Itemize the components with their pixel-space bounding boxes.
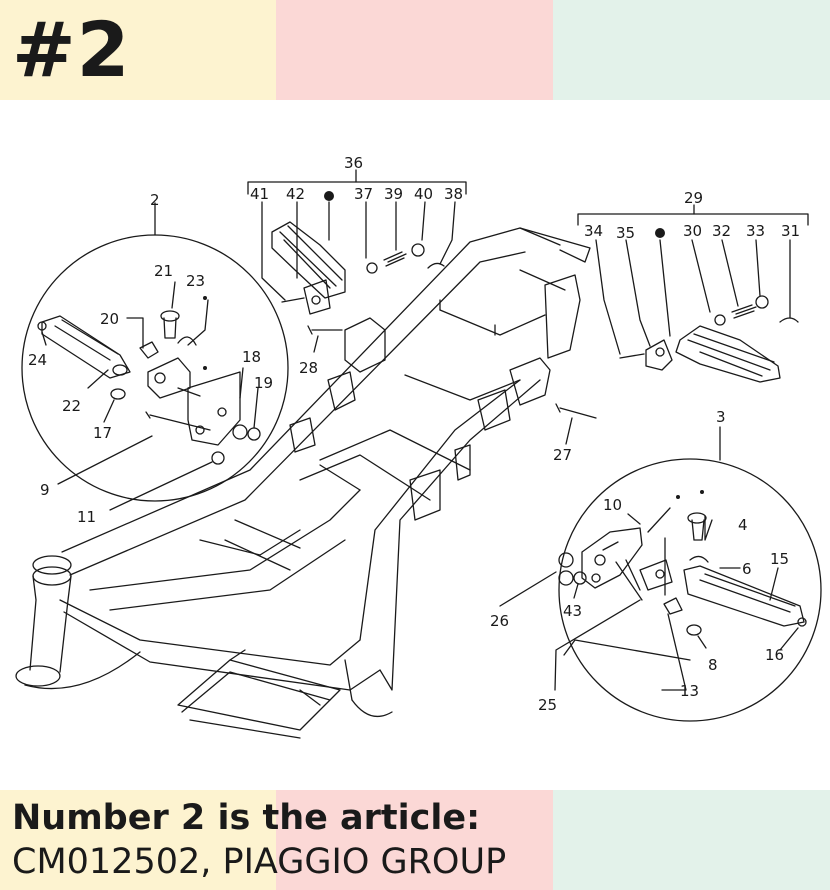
label-4: 4	[738, 516, 748, 534]
label-22: 22	[62, 397, 81, 415]
label-19: 19	[254, 374, 273, 392]
label-37: 37	[354, 185, 373, 203]
dot-marker	[324, 191, 334, 201]
label-3: 3	[716, 408, 726, 426]
passenger-footrest-right	[555, 204, 809, 445]
label-31: 31	[781, 222, 800, 240]
label-35: 35	[616, 224, 635, 242]
dot-marker	[700, 490, 704, 494]
label-24: 24	[28, 351, 47, 369]
label-20: 20	[100, 310, 119, 328]
label-36: 36	[344, 154, 363, 172]
label-2: 2	[150, 191, 160, 209]
label-16: 16	[765, 646, 784, 664]
right-footrest-assembly	[499, 426, 807, 691]
band-green	[553, 790, 830, 890]
dot-marker	[203, 296, 207, 300]
label-25: 25	[538, 696, 557, 714]
band-yellow	[0, 790, 276, 890]
exploded-parts-diagram: 2 3 4 6 8 9 10 11 13 15 16 17 18 19 20 2…	[15, 154, 822, 739]
scooter-frame	[15, 227, 591, 739]
band-red	[276, 0, 553, 100]
footer-band	[0, 790, 830, 890]
label-38: 38	[444, 185, 463, 203]
label-13: 13	[680, 682, 699, 700]
label-27: 27	[553, 446, 572, 464]
label-41: 41	[250, 185, 269, 203]
part-number-heading: #2	[12, 5, 131, 94]
label-17: 17	[93, 424, 112, 442]
article-code: CM012502, PIAGGIO GROUP	[12, 842, 507, 882]
label-33: 33	[746, 222, 765, 240]
label-28: 28	[299, 359, 318, 377]
label-15: 15	[770, 550, 789, 568]
label-18: 18	[242, 348, 261, 366]
label-21: 21	[154, 262, 173, 280]
label-43: 43	[563, 602, 582, 620]
label-6: 6	[742, 560, 752, 578]
label-40: 40	[414, 185, 433, 203]
detail-circle-right	[558, 458, 822, 722]
label-9: 9	[40, 481, 50, 499]
label-8: 8	[708, 656, 718, 674]
label-10: 10	[603, 496, 622, 514]
article-caption: Number 2 is the article:	[12, 798, 481, 838]
dot-marker	[676, 495, 680, 499]
band-green	[553, 0, 830, 100]
label-11: 11	[77, 508, 96, 526]
dot-marker	[655, 228, 665, 238]
band-yellow	[0, 0, 276, 100]
label-29: 29	[684, 189, 703, 207]
label-26: 26	[490, 612, 509, 630]
header-band	[0, 0, 830, 100]
label-30: 30	[683, 222, 702, 240]
passenger-footrest-left	[247, 169, 467, 353]
band-red	[276, 790, 553, 890]
label-42: 42	[286, 185, 305, 203]
label-39: 39	[384, 185, 403, 203]
label-34: 34	[584, 222, 603, 240]
part-labels: 2 3 4 6 8 9 10 11 13 15 16 17 18 19 20 2…	[28, 154, 800, 714]
dot-marker	[203, 366, 207, 370]
label-23: 23	[186, 272, 205, 290]
left-footrest-assembly	[37, 202, 261, 511]
label-32: 32	[712, 222, 731, 240]
